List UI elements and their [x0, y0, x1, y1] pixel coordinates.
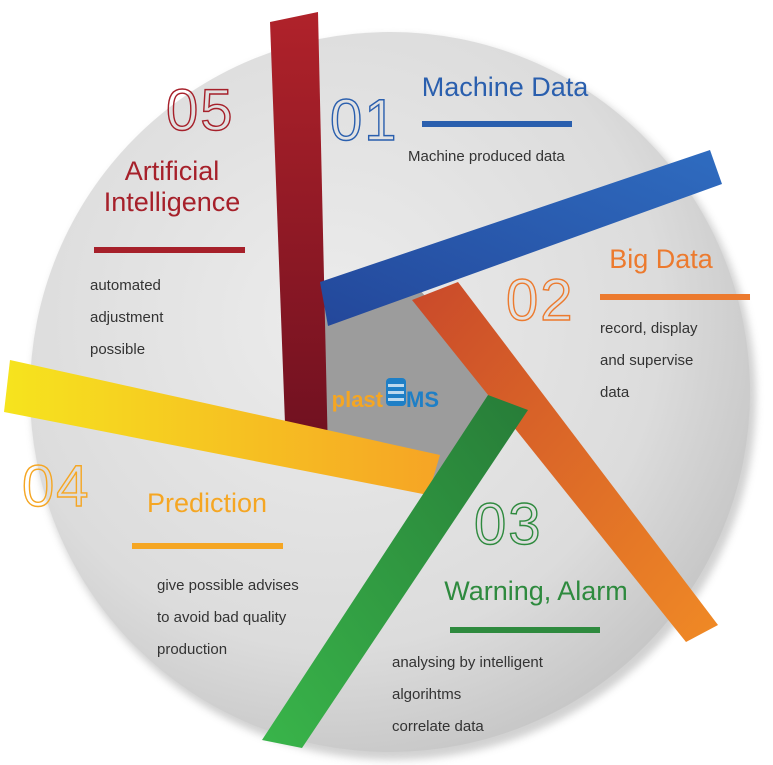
- segment-description: and supervise: [600, 352, 693, 369]
- logo-text-ms: MS: [406, 387, 439, 412]
- segment-title: Big Data: [609, 244, 714, 274]
- segment-title: Prediction: [147, 488, 267, 518]
- segment-title: Artificial: [125, 156, 220, 186]
- segment-description: record, display: [600, 320, 698, 337]
- segment-number: 02: [506, 268, 575, 333]
- segment-description: adjustment: [90, 309, 164, 326]
- segment-description: analysing by intelligent: [392, 654, 544, 671]
- segment-number: 05: [166, 78, 235, 143]
- segment-number: 01: [330, 88, 399, 153]
- segment-number: 03: [474, 492, 543, 557]
- segment-description: data: [600, 384, 630, 401]
- logo-screw-icon: [386, 378, 406, 406]
- ribbon-03-green: [262, 395, 528, 748]
- ribbon-04-yellow: [4, 360, 440, 495]
- segment-description: give possible advises: [157, 577, 299, 594]
- segment-description: correlate data: [392, 718, 484, 735]
- ribbon-02-orange: [412, 282, 718, 642]
- segment-description: to avoid bad quality: [157, 609, 287, 626]
- segment-title: Machine Data: [422, 72, 590, 102]
- segment-description: algorihtms: [392, 686, 461, 703]
- segment-description: production: [157, 641, 227, 658]
- logo-text-plast: plast: [332, 387, 384, 412]
- segment-title: Intelligence: [104, 187, 241, 217]
- plastpms-logo: plast MS: [332, 378, 439, 412]
- ribbon-01-blue: [320, 150, 722, 326]
- segment-description: possible: [90, 341, 145, 358]
- segment-number: 04: [22, 454, 91, 519]
- segment-02: 02 Big Data record, display and supervise da…: [505, 244, 750, 401]
- segment-description: automated: [90, 277, 161, 294]
- segment-description: Machine produced data: [408, 148, 565, 165]
- segment-title: Warning, Alarm: [444, 576, 628, 606]
- ribbon-05-red: [270, 12, 328, 455]
